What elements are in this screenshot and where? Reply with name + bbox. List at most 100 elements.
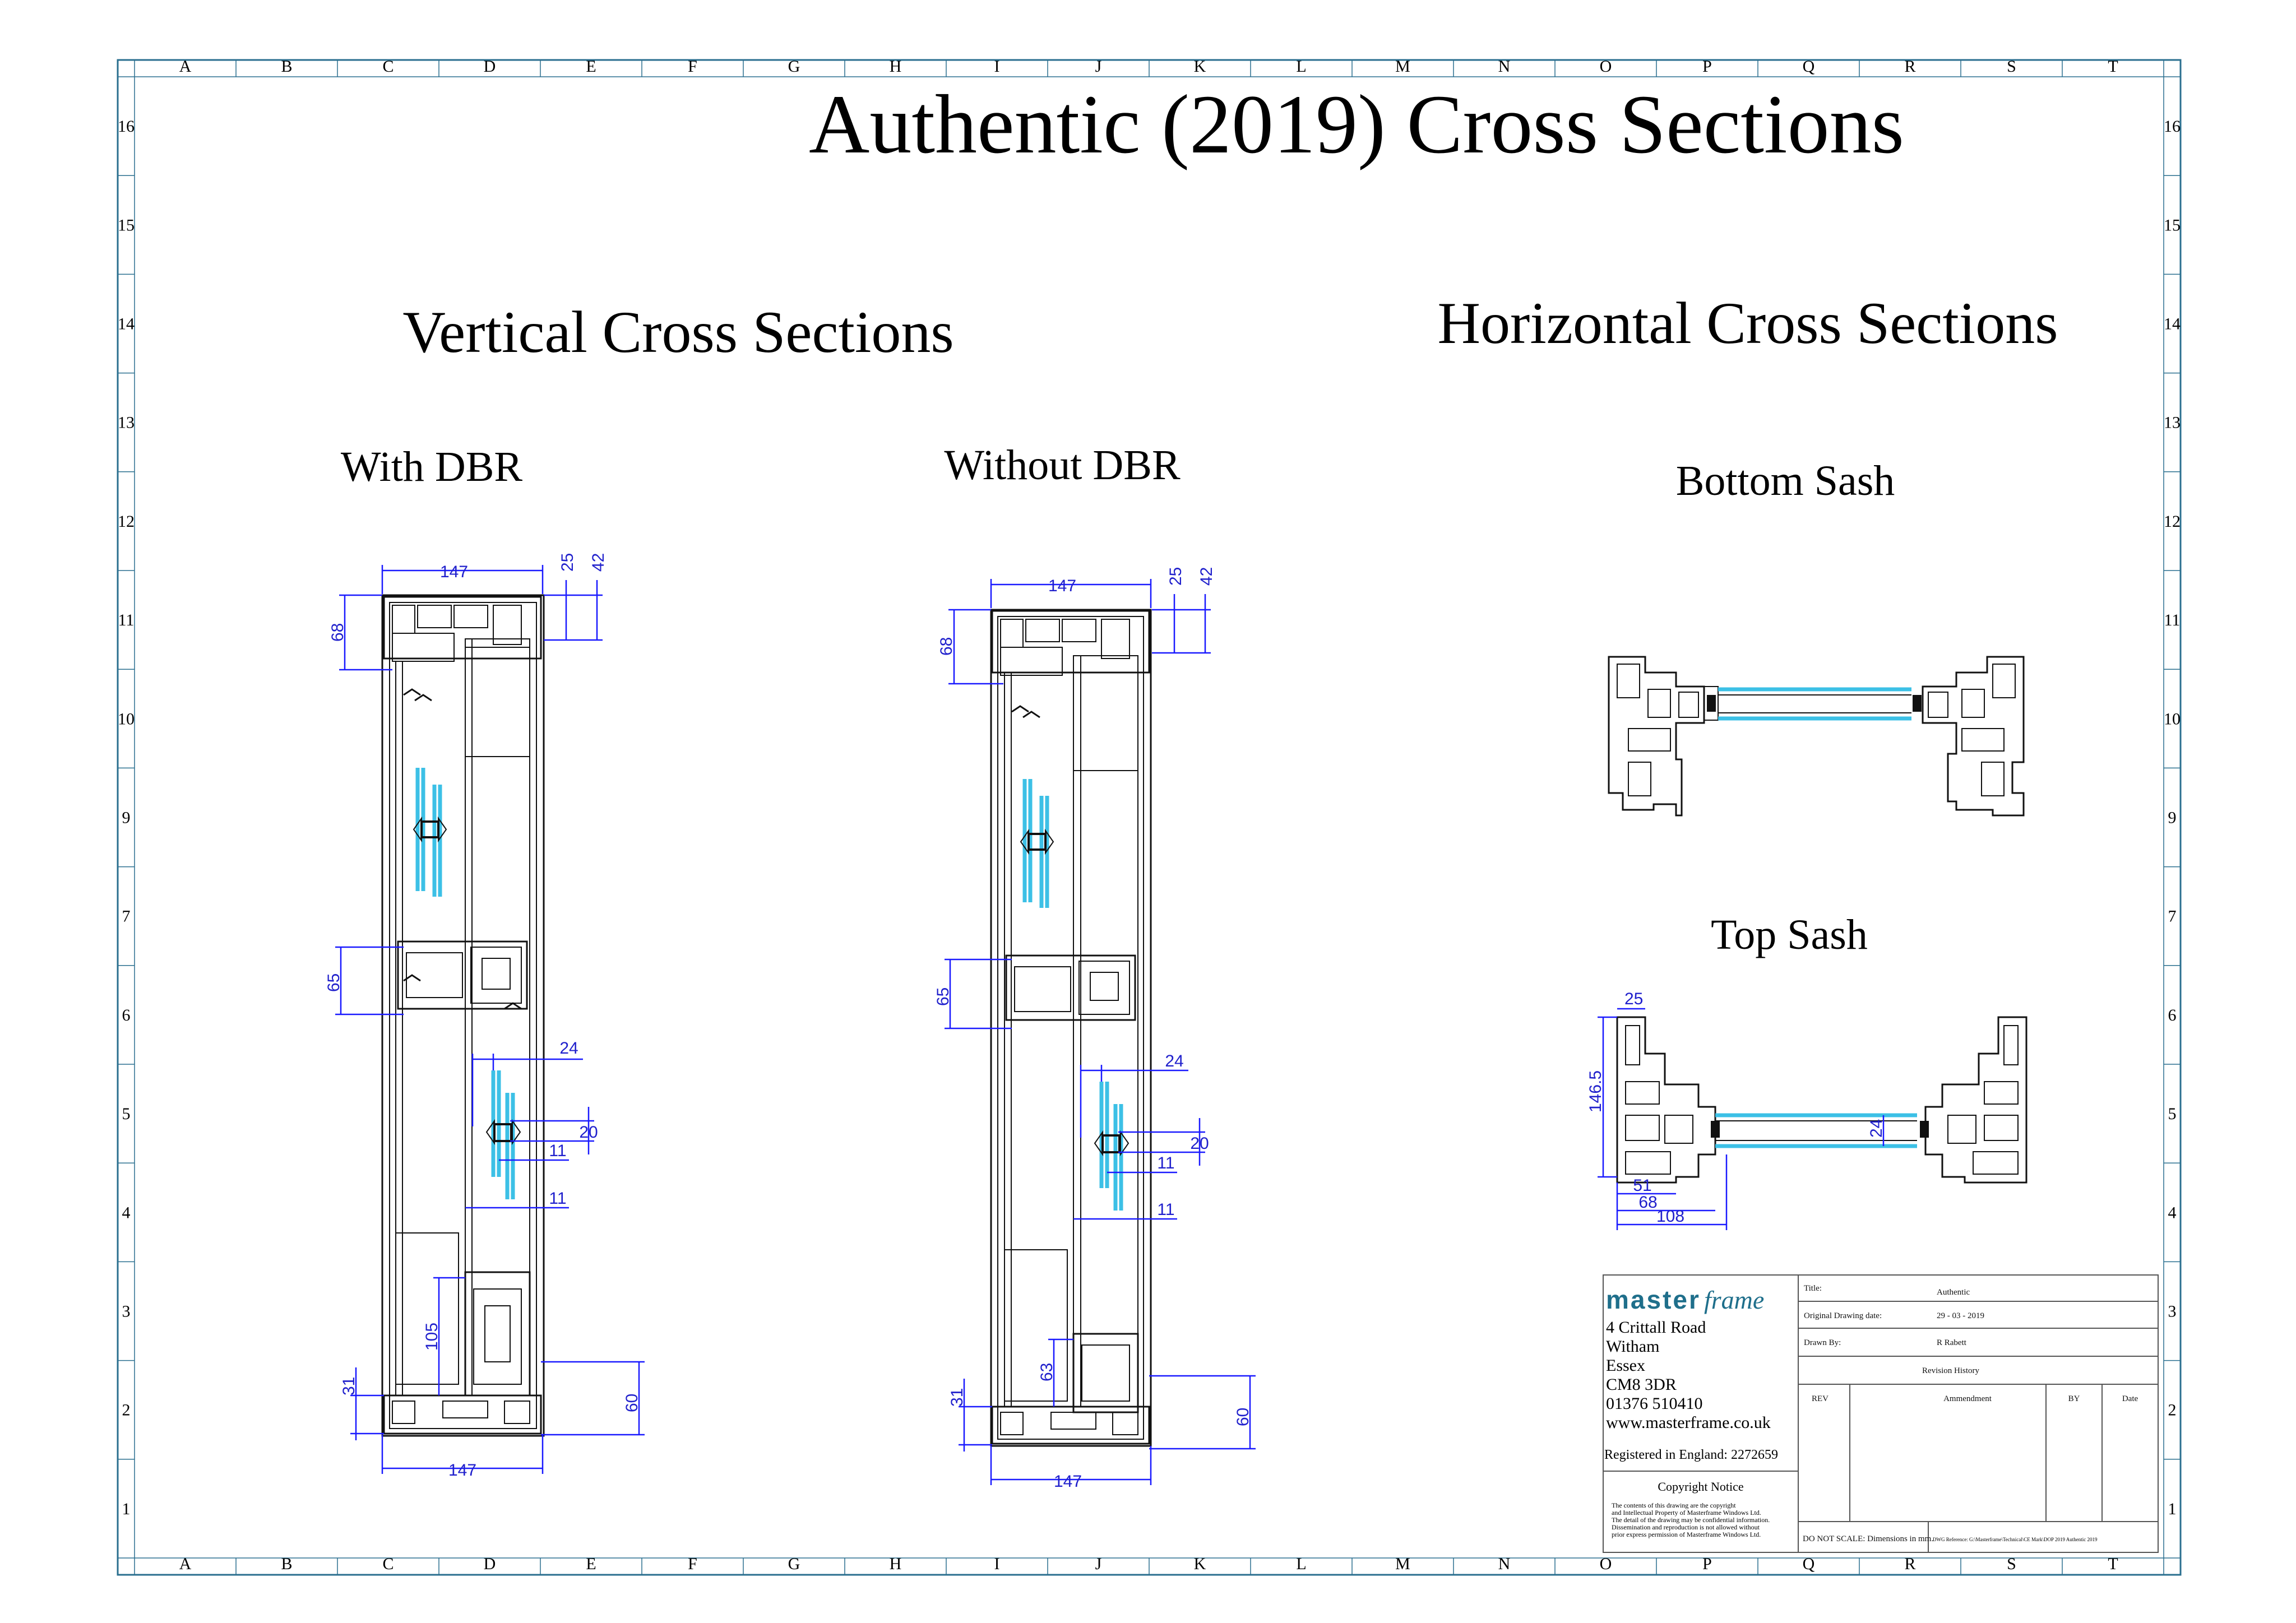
grid-column-label: G	[788, 57, 800, 76]
grid-column-label: A	[179, 57, 192, 76]
with-dbr-section	[381, 594, 545, 1437]
revision-history: Revision History	[1922, 1366, 1980, 1375]
grid-column-label: O	[1600, 1555, 1612, 1573]
do-not-scale: DO NOT SCALE: Dimensions in mm.	[1803, 1534, 1933, 1543]
top-sash-label: Top Sash	[1711, 911, 1868, 958]
grid-row-label: 4	[2168, 1203, 2177, 1222]
grid-column-label: H	[890, 1555, 902, 1573]
grid-column-label: D	[484, 57, 496, 76]
grid-row-label: 11	[2164, 611, 2181, 629]
with-dbr-dimensions: 147 25 42 68 65 24 20 11 11 105 31	[325, 553, 645, 1480]
dim-65: 65	[325, 973, 343, 992]
grid-row-label: 3	[122, 1302, 131, 1321]
grid-row-label: 13	[2164, 414, 2181, 432]
dim-42: 42	[589, 553, 608, 572]
dim-25: 25	[1624, 990, 1643, 1008]
dim-20: 20	[579, 1123, 598, 1142]
grid-row-label: 2	[2168, 1401, 2177, 1420]
grid-row-label: 10	[118, 710, 135, 728]
without-dbr-section	[990, 609, 1152, 1447]
top-sash-section	[1616, 1016, 2027, 1184]
grid-column-label: I	[994, 57, 1000, 76]
dim-25: 25	[558, 553, 577, 572]
drawn-label: Drawn By:	[1804, 1338, 1841, 1347]
grid-column-label: F	[688, 57, 697, 76]
col-amendment: Ammendment	[1943, 1394, 1992, 1403]
page-title: Authentic (2019) Cross Sections	[809, 78, 1904, 171]
grid-column-label: B	[281, 57, 292, 76]
dim-25: 25	[1166, 567, 1185, 586]
grid-column-label: N	[1498, 57, 1511, 76]
grid-column-label: T	[2108, 1555, 2118, 1573]
col-rev: REV	[1812, 1394, 1829, 1403]
grid-column-label: B	[281, 1555, 292, 1573]
logo-master: master	[1606, 1285, 1701, 1314]
dim-24: 24	[1165, 1052, 1183, 1070]
copyright-line-2: and Intellectual Property of Masterframe…	[1612, 1509, 1761, 1517]
dim-11b: 11	[1157, 1200, 1174, 1219]
title-label: Title:	[1804, 1284, 1822, 1293]
col-by: BY	[2068, 1394, 2080, 1403]
without-dbr-label: Without DBR	[944, 442, 1181, 489]
grid-column-label: G	[788, 1555, 800, 1573]
dim-60: 60	[623, 1394, 641, 1412]
dim-31: 31	[948, 1388, 966, 1407]
grid-column-label: D	[484, 1555, 496, 1573]
grid-column-label: Q	[1803, 1555, 1815, 1573]
dim-147-bottom: 147	[1054, 1472, 1082, 1491]
dim-42: 42	[1197, 567, 1216, 586]
address-line-4: CM8 3DR	[1606, 1375, 1677, 1394]
dim-147-bottom: 147	[448, 1461, 476, 1480]
grid-column-label: E	[586, 57, 596, 76]
dim-24: 24	[1867, 1119, 1886, 1138]
grid-column-label: S	[2007, 57, 2016, 76]
copyright-line-4: Dissemination and reproduction is not al…	[1612, 1523, 1760, 1531]
grid-row-label: 16	[2164, 117, 2181, 136]
grid-column-label: P	[1702, 57, 1712, 76]
grid-row-label: 10	[2164, 710, 2181, 728]
grid-column-label: N	[1498, 1555, 1511, 1573]
dim-68: 68	[1638, 1193, 1657, 1212]
dim-65: 65	[934, 987, 952, 1006]
bottom-sash-label: Bottom Sash	[1676, 457, 1895, 504]
dwg-reference: DWG Reference: G:\Masterframe\Technical\…	[1933, 1537, 2098, 1542]
grid-row-label: 14	[2164, 315, 2181, 333]
address-line-2: Witham	[1606, 1337, 1659, 1356]
title-block: master frame 4 Crittall Road Witham Esse…	[1603, 1274, 2159, 1553]
grid-row-label: 7	[122, 907, 131, 926]
grid-column-label: H	[890, 57, 902, 76]
grid-column-label: F	[688, 1555, 697, 1573]
website: www.masterframe.co.uk	[1606, 1413, 1771, 1432]
dim-31: 31	[340, 1377, 358, 1395]
grid-row-label: 7	[2168, 907, 2177, 926]
grid-column-label: C	[382, 57, 394, 76]
copyright-line-3: The detail of the drawing may be confide…	[1612, 1516, 1770, 1524]
dim-51: 51	[1633, 1176, 1651, 1195]
grid-row-label: 5	[2168, 1105, 2177, 1123]
without-dbr-dimensions: 147 25 42 68 65 24 20 11 11 63 31	[934, 567, 1256, 1491]
grid-column-label: M	[1395, 1555, 1410, 1573]
dim-68: 68	[937, 637, 956, 656]
grid-row-label: 6	[2168, 1006, 2177, 1024]
drawn-value: R Rabett	[1937, 1338, 1967, 1347]
grid-column-label: O	[1600, 57, 1612, 76]
grid-column-label: R	[1904, 57, 1915, 76]
grid-column-label: K	[1194, 57, 1206, 76]
date-label: Original Drawing date:	[1804, 1311, 1882, 1320]
grid-column-label: S	[2007, 1555, 2016, 1573]
grid-column-label: Q	[1803, 57, 1815, 76]
grid-row-label: 4	[122, 1203, 131, 1222]
grid-row-label: 11	[118, 611, 135, 629]
top-sash-dimensions: 25 146.5 24 51 68 108	[1586, 990, 1886, 1230]
grid-column-label: A	[179, 1555, 192, 1573]
grid-column-label: R	[1904, 1555, 1915, 1573]
grid-column-label: T	[2108, 57, 2118, 76]
grid-row-label: 13	[118, 414, 135, 432]
registered-number: Registered in England: 2272659	[1604, 1448, 1778, 1462]
bottom-sash-section	[1608, 656, 2025, 817]
grid-row-label: 16	[118, 117, 135, 136]
address-line-1: 4 Crittall Road	[1606, 1318, 1706, 1337]
